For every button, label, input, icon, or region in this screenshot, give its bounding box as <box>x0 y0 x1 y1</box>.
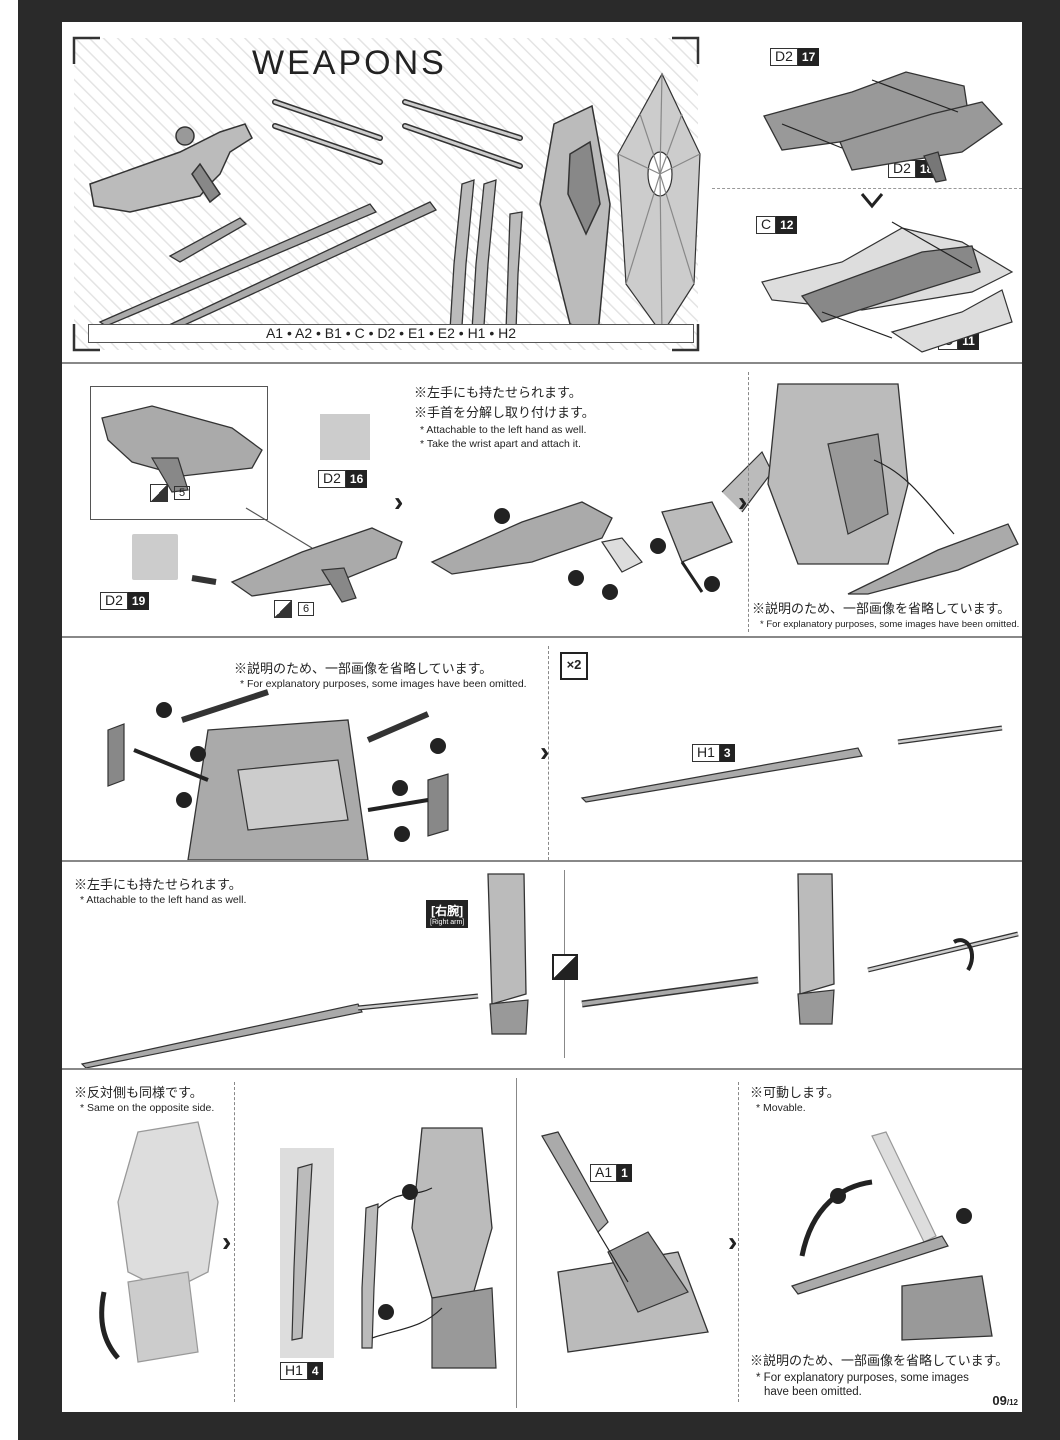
step-arrow: › <box>394 486 404 517</box>
curved-parts-drawing <box>449 179 523 331</box>
saber-mount-illustration <box>107 689 449 861</box>
rifle-attach-illustration <box>191 527 403 603</box>
fin-movable-illustration <box>791 1131 993 1341</box>
runner-letter: A1 <box>590 1164 618 1182</box>
beam-saber-handles-drawing <box>272 99 523 169</box>
right-arm-en: [Right arm] <box>430 919 465 926</box>
sticker-number: 6 <box>298 602 315 616</box>
part-icon-d2-16 <box>320 414 370 460</box>
previous-page-edge <box>0 0 18 1440</box>
note-wrist-en: * Take the wrist apart and attach it. <box>420 438 581 450</box>
section-divider <box>62 362 1022 364</box>
sticker-6: 6 <box>274 600 315 618</box>
note-omitted-en: * For explanatory purposes, some images … <box>760 619 1020 630</box>
note-wrist-jp: ※手首を分解し取り付けます。 <box>414 405 595 420</box>
dashed-divider <box>234 1082 235 1402</box>
part-number: 3 <box>719 744 735 762</box>
section-divider-vertical <box>516 1078 517 1408</box>
note-left-hand-jp-2: ※左手にも持たせられます。 <box>74 877 242 892</box>
sticker-5: 5 <box>150 484 191 502</box>
weapons-parts-list: A1 • A2 • B1 • C • D2 • E1 • E2 • H1 • H… <box>88 324 694 343</box>
manual-page: WEAPONS <box>62 22 1022 1412</box>
note-omitted-jp: ※説明のため、一部画像を省略しています。 <box>752 601 1011 616</box>
step-arrow: › <box>222 1226 232 1257</box>
step-arrow: › <box>738 486 748 517</box>
sticker-icon <box>274 600 292 618</box>
runner-letter: D2 <box>770 48 798 66</box>
note-movable-en: * Movable. <box>756 1102 806 1114</box>
dashed-divider <box>738 1082 739 1402</box>
hand-attach-illustration <box>430 450 773 600</box>
page-current: 09 <box>992 1393 1007 1408</box>
saber-blade-illustration <box>580 725 1003 803</box>
note-omitted-en-line2: have been omitted. <box>764 1386 862 1398</box>
dashed-divider <box>748 372 749 632</box>
beam-shield-drawing <box>617 72 701 336</box>
times-two-badge: ×2 <box>560 652 588 680</box>
part-number: 17 <box>797 48 820 66</box>
part-number: 16 <box>345 470 368 488</box>
beam-rifle-drawing <box>89 123 253 213</box>
note-opposite-jp: ※反対側も同様です。 <box>74 1085 203 1100</box>
page-total: /12 <box>1006 1398 1018 1407</box>
part-number: 12 <box>776 216 798 234</box>
sticker-icon <box>150 484 168 502</box>
part-number: 19 <box>127 592 150 610</box>
backpack-fin-illustration <box>541 1131 709 1353</box>
part-icon-d2-19 <box>132 534 178 580</box>
runner-letter: H1 <box>280 1362 308 1380</box>
rifle-assembly-illustration <box>761 71 1014 353</box>
runner-letter: D2 <box>888 160 916 178</box>
section-divider <box>62 636 1022 638</box>
section-divider <box>62 860 1022 862</box>
part-number: 1 <box>617 1164 632 1182</box>
sticker-number: 5 <box>174 486 191 500</box>
weapons-illustration <box>89 72 701 339</box>
note-omitted-en-2: * For explanatory purposes, some images … <box>240 678 527 690</box>
shield-drawing <box>539 104 611 336</box>
weapons-title: WEAPONS <box>252 44 447 82</box>
right-arm-jp: [右腕] <box>431 904 464 918</box>
note-left-hand-jp: ※左手にも持たせられます。 <box>414 385 582 400</box>
section-divider <box>62 1068 1022 1070</box>
note-movable-jp: ※可動します。 <box>750 1085 840 1100</box>
note-omitted-en-line1: * For explanatory purposes, some images <box>756 1372 969 1384</box>
right-arm-label: [右腕] [Right arm] <box>426 900 469 928</box>
step-arrow: › <box>540 736 550 767</box>
note-opposite-en: * Same on the opposite side. <box>80 1102 215 1114</box>
beam-blades-drawing <box>98 201 438 339</box>
runner-letter: D2 <box>318 470 346 488</box>
page-number: 09/12 <box>992 1393 1018 1408</box>
note-left-hand-en: * Attachable to the left hand as well. <box>420 424 587 436</box>
runner-letter: D2 <box>100 592 128 610</box>
rotation-symbol <box>552 954 578 980</box>
note-omitted-jp-2: ※説明のため、一部画像を省略しています。 <box>234 661 493 676</box>
runner-letter: C <box>756 216 777 234</box>
note-omitted-jp-3: ※説明のため、一部画像を省略しています。 <box>750 1353 1009 1368</box>
note-left-hand-en-2: * Attachable to the left hand as well. <box>80 894 247 906</box>
saber-in-hand-illustration <box>80 873 529 1069</box>
leg-illustration <box>99 1121 219 1363</box>
runner-letter: H1 <box>692 744 720 762</box>
rifle-detail-illustration <box>101 405 313 549</box>
part-number: 4 <box>307 1362 323 1380</box>
dashed-divider <box>712 188 1022 189</box>
saber-rotate-illustration <box>581 873 1019 1025</box>
dashed-divider <box>548 646 549 860</box>
leg-attach-illustration <box>291 1127 497 1369</box>
mounted-rifle-illustration <box>767 383 1019 595</box>
step-arrow: › <box>728 1226 738 1257</box>
